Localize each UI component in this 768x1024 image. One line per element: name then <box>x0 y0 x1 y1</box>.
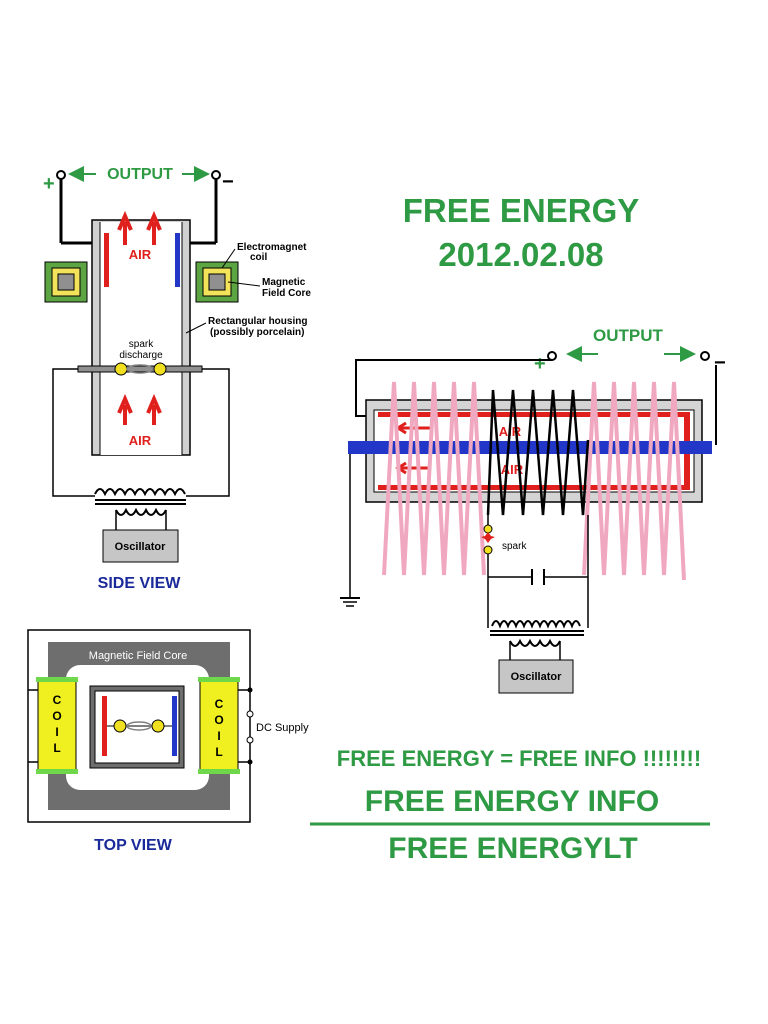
side-view-group: OUTPUT + − AIR Electromagnet coil Magnet… <box>43 166 311 592</box>
plate-blue <box>175 233 180 287</box>
link-free-energylt[interactable]: FREE ENERGYLT <box>388 832 637 865</box>
coil-left-c: C <box>53 693 62 707</box>
spark-label-2: discharge <box>119 350 163 361</box>
side-view-caption: SIDE VIEW <box>98 575 182 592</box>
oscillator-label-left: Oscillator <box>115 541 166 553</box>
tagline: FREE ENERGY = FREE INFO !!!!!!!! <box>337 746 701 771</box>
coil-left-i: I <box>55 725 58 739</box>
top-view-group: Magnetic Field Core C O I L C O I L <box>27 629 309 854</box>
electrode-rod <box>77 365 203 373</box>
terminal-right <box>211 170 221 180</box>
em-coil-label-2: coil <box>250 252 267 263</box>
air-top-label: AIR <box>129 247 152 262</box>
housing-label-2: (possibly porcelain) <box>210 327 304 338</box>
spark-star <box>481 532 495 543</box>
coil-right <box>199 678 239 773</box>
black-coil <box>486 389 590 516</box>
side-minus: − <box>222 171 234 193</box>
coil-left-o: O <box>52 709 61 723</box>
right-minus: − <box>714 352 726 374</box>
headline-date: 2012.02.08 <box>438 236 603 273</box>
coil-right-c: C <box>215 697 224 711</box>
transformer-primary <box>94 488 186 497</box>
coil-right-i: I <box>217 729 220 743</box>
pink-coil-left <box>382 381 486 576</box>
oscillator-box-right <box>498 659 574 694</box>
terminal-left <box>56 170 66 180</box>
pink-coil-right <box>582 381 686 581</box>
air-bottom-label: AIR <box>129 433 152 448</box>
dc-supply-label: DC Supply <box>256 722 309 734</box>
right-plus: + <box>534 353 546 375</box>
right-spark-label: spark <box>502 541 527 552</box>
coil-left-l: L <box>53 741 60 755</box>
spark-gap <box>126 364 154 374</box>
coil-right-l: L <box>215 745 222 759</box>
link-free-energy-info[interactable]: FREE ENERGY INFO <box>365 785 660 818</box>
top-core-label: Magnetic Field Core <box>89 650 187 662</box>
side-output-label: OUTPUT <box>107 166 173 183</box>
mag-core-label-2: Field Core <box>262 288 311 299</box>
tube-plate-bottom <box>378 485 690 490</box>
headline-title: FREE ENERGY <box>403 192 640 229</box>
right-view-group: OUTPUT + − AIR AIR spark <box>340 326 726 694</box>
oscillator-label-right: Oscillator <box>511 671 562 683</box>
top-view-caption: TOP VIEW <box>94 837 173 854</box>
housing-label-1: Rectangular housing <box>208 316 307 327</box>
side-plus: + <box>43 173 55 195</box>
right-output-label: OUTPUT <box>593 326 664 345</box>
coil-right-o: O <box>214 713 223 727</box>
em-coil-label-1: Electromagnet <box>237 242 307 253</box>
spark-label-1: spark <box>129 339 154 350</box>
oscillator-box-left <box>102 529 179 563</box>
mag-core-label-1: Magnetic <box>262 277 306 288</box>
plate-red <box>104 233 109 287</box>
coil-left <box>37 678 77 773</box>
top-outer-frame <box>27 629 251 823</box>
